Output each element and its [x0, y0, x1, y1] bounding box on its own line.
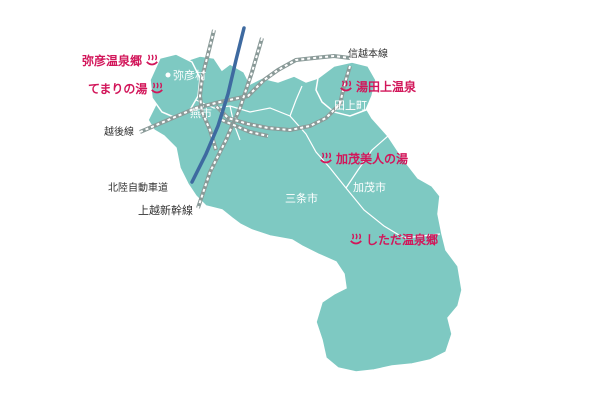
tagami-town-area [315, 61, 377, 117]
city-label-yahiko-village: 弥彦村 [173, 69, 206, 82]
onsen-yahiko: 弥彦温泉郷 [82, 54, 160, 68]
hot-spring-icon [339, 80, 353, 92]
city-label-sanjo: 三条市 [285, 192, 318, 205]
railway-lines [139, 29, 352, 209]
onsen-kamo-bijin-label: 加茂美人の湯 [336, 152, 409, 166]
line-label-shinetsu: 信越本線 [348, 49, 388, 60]
onsen-yahiko-label: 弥彦温泉郷 [82, 54, 143, 68]
onsen-kamo-bijin: 加茂美人の湯 [318, 152, 408, 166]
city-label-tsubame: 燕市 [190, 107, 212, 120]
line-label-echigo: 越後線 [104, 127, 134, 138]
onsen-yudagami-label: 湯田上温泉 [356, 80, 417, 94]
hot-spring-icon [145, 54, 159, 66]
city-label-tagami: 田上町 [334, 99, 367, 112]
onsen-temari: てまりの湯 [88, 82, 165, 96]
region-landmass [147, 55, 463, 373]
hokuriku-expressway-line [190, 26, 246, 184]
line-label-hokuriku-expressway: 北陸自動車道 [108, 183, 168, 194]
onsen-temari-label: てまりの湯 [88, 82, 148, 96]
hot-spring-icon [319, 152, 333, 164]
city-label-kamo: 加茂市 [353, 181, 386, 194]
onsen-yudagami: 湯田上温泉 [338, 80, 416, 94]
yahiko-station-dot [165, 72, 171, 78]
hot-spring-icon [151, 82, 164, 94]
onsen-shitada-label: しただ温泉郷 [366, 233, 439, 247]
hot-spring-icon [349, 233, 363, 245]
onsen-shitada: しただ温泉郷 [348, 233, 438, 247]
line-label-joetsu-shinkansen: 上越新幹線 [138, 204, 193, 217]
